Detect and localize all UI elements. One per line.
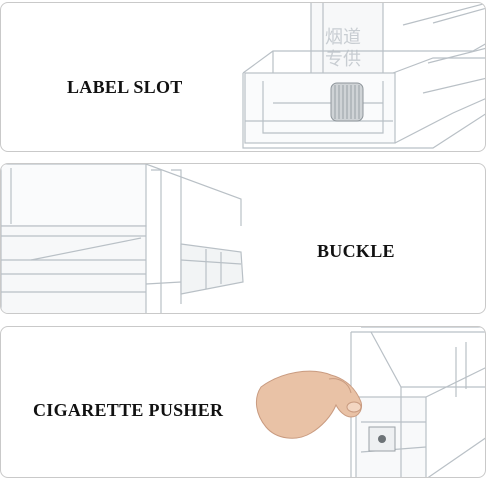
feature-panel-cigarette-pusher: CIGARETTE PUSHER (0, 326, 486, 478)
label-slot-illustration: 烟道 专供 (242, 3, 485, 149)
pusher-illustration (255, 327, 485, 477)
svg-text:专供: 专供 (325, 49, 361, 70)
feature-panel-buckle: BUCKLE (0, 163, 486, 314)
pusher-block-icon (368, 426, 396, 452)
buckle-illustration (1, 164, 244, 313)
feature-panel-label-slot: 烟道 专供 (0, 2, 486, 152)
hand-icon (255, 370, 362, 439)
buckle-caption: BUCKLE (317, 241, 395, 261)
cigarette-pusher-caption: CIGARETTE PUSHER (33, 400, 224, 420)
svg-text:烟道: 烟道 (325, 27, 361, 48)
spring-coil-icon (330, 82, 364, 122)
label-slot-caption: LABEL SLOT (67, 77, 183, 97)
